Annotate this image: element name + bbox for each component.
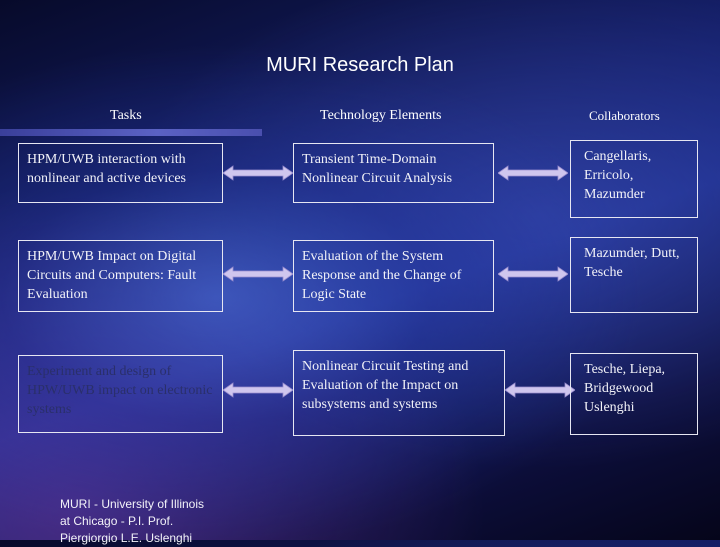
header-bar (0, 129, 262, 136)
technology-box-2: Evaluation of the System Response and th… (293, 240, 494, 312)
collaborators-box-3: Tesche, Liepa, Bridgewood Uslenghi (570, 353, 698, 435)
double-arrow-icon (505, 382, 575, 398)
column-header-tasks: Tasks (110, 108, 142, 123)
double-arrow-icon (498, 266, 568, 282)
column-header-collaborators: Collaborators (589, 108, 660, 123)
column-header-technology: Technology Elements (320, 108, 442, 123)
footer-credit: MURI - University of Illinois at Chicago… (60, 497, 205, 545)
task-box-1: HPM/UWB interaction with nonlinear and a… (18, 143, 223, 203)
slide-title: MURI Research Plan (266, 54, 454, 76)
task-box-3: Experiment and design of HPW/UWB impact … (18, 355, 223, 433)
collaborators-box-2: Mazumder, Dutt, Tesche (570, 237, 698, 313)
double-arrow-icon (223, 382, 293, 398)
collaborators-box-1: Cangellaris, Erricolo, Mazumder (570, 140, 698, 218)
task-box-2: HPM/UWB Impact on Digital Circuits and C… (18, 240, 223, 312)
double-arrow-icon (498, 165, 568, 181)
double-arrow-icon (223, 165, 293, 181)
double-arrow-icon (223, 266, 293, 282)
technology-box-1: Transient Time-Domain Nonlinear Circuit … (293, 143, 494, 203)
technology-box-3: Nonlinear Circuit Testing and Evaluation… (293, 350, 505, 436)
